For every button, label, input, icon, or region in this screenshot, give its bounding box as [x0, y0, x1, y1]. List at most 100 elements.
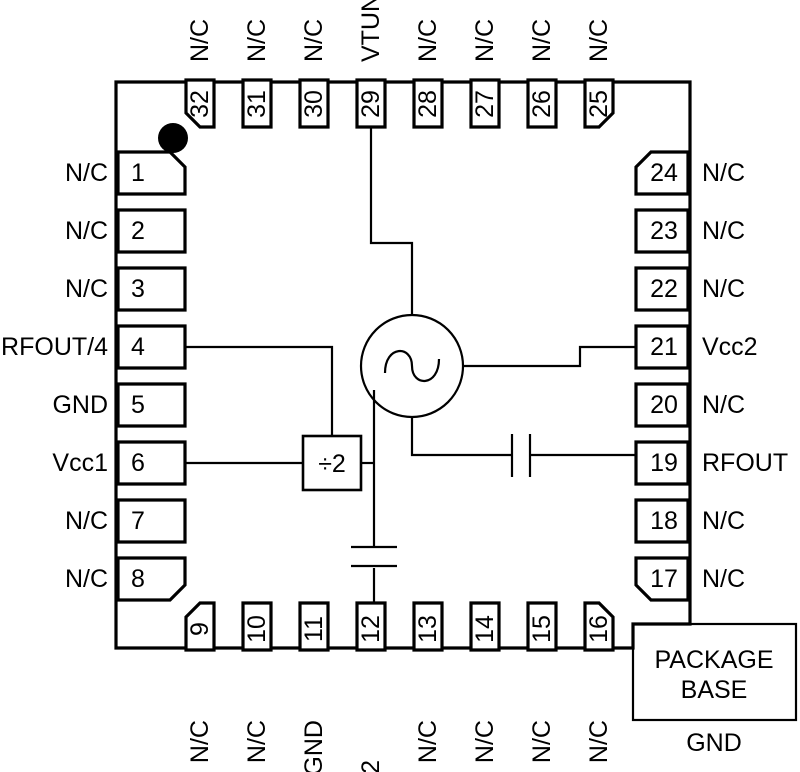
pin-label-11: GND	[300, 720, 328, 772]
pin-box-28[interactable]	[412, 78, 444, 129]
pin-label-7: N/C	[65, 507, 108, 535]
right-pin-labels: N/C N/C N/C Vcc2 N/C RFOUT N/C N/C	[702, 159, 788, 593]
pin-number-24: 24	[650, 159, 678, 187]
pin-box-5[interactable]	[116, 382, 187, 428]
wire-oscillator-to-pin21	[463, 345, 636, 368]
pin-label-14: N/C	[471, 720, 499, 763]
pin-box-30[interactable]	[298, 78, 330, 129]
pin-number-10: 10	[243, 615, 271, 643]
pin-number-8: 8	[131, 565, 145, 593]
pin-box-12[interactable]	[355, 601, 387, 652]
pin-box-10[interactable]	[241, 601, 273, 652]
pin-label-3: N/C	[65, 275, 108, 303]
pin-number-13: 13	[414, 615, 442, 643]
wire-pin4-to-divider	[185, 345, 334, 436]
pin-label-6: Vcc1	[52, 449, 108, 477]
pin-box-18[interactable]	[634, 498, 690, 544]
pin-box-15[interactable]	[526, 601, 558, 652]
pin-number-16: 16	[585, 615, 613, 643]
pin-number-19: 19	[650, 449, 678, 477]
bottom-pin-group	[184, 601, 615, 652]
pin-number-29: 29	[357, 90, 385, 118]
pin-box-14[interactable]	[469, 601, 501, 652]
pin-label-12: RFOUT/2	[357, 760, 385, 772]
chip-body-outline	[114, 80, 692, 650]
pin-number-1: 1	[131, 159, 145, 187]
pin-box-22[interactable]	[634, 266, 690, 312]
pin-number-12: 12	[357, 615, 385, 643]
left-pin-labels: N/C N/C N/C RFOUT/4 GND Vcc1 N/C N/C	[1, 159, 108, 593]
pin-number-18: 18	[650, 507, 678, 535]
pin-box-16[interactable]	[583, 601, 615, 652]
left-pin-group	[116, 150, 187, 602]
pin-label-20: N/C	[702, 391, 745, 419]
pin-box-6[interactable]	[116, 440, 187, 486]
pin-number-4: 4	[131, 333, 145, 361]
pin-box-24[interactable]	[634, 150, 690, 196]
pin-box-32[interactable]	[184, 78, 216, 129]
pin-label-28: N/C	[414, 19, 442, 62]
pin-box-11[interactable]	[298, 601, 330, 652]
pin-box-4[interactable]	[116, 324, 187, 370]
pin-number-11: 11	[300, 616, 328, 642]
pin-label-21: Vcc2	[702, 333, 758, 361]
pin-number-32: 32	[186, 90, 214, 118]
pin-box-31[interactable]	[241, 78, 273, 129]
pin-box-13[interactable]	[412, 601, 444, 652]
pin-box-9[interactable]	[184, 601, 216, 652]
pin-number-31: 31	[243, 90, 271, 118]
pin-box-21[interactable]	[634, 324, 690, 370]
bottom-pin-labels: N/C N/C GND RFOUT/2 N/C N/C N/C N/C	[186, 720, 613, 772]
pin-box-25[interactable]	[583, 78, 615, 129]
sine-source-icon	[359, 313, 465, 419]
pin-box-23[interactable]	[634, 208, 690, 254]
pin-label-26: N/C	[528, 19, 556, 62]
pin-number-28: 28	[414, 90, 442, 118]
pin-label-19: RFOUT	[702, 449, 788, 477]
pin-number-22: 22	[650, 275, 678, 303]
pin-number-14: 14	[471, 615, 499, 643]
pin-label-23: N/C	[702, 217, 745, 245]
pin-box-29[interactable]	[355, 78, 387, 129]
pin-label-32: N/C	[186, 19, 214, 62]
pin-label-1: N/C	[65, 159, 108, 187]
pin1-dot-icon	[158, 123, 188, 153]
pin-number-2: 2	[131, 217, 145, 245]
pin-label-2: N/C	[65, 217, 108, 245]
sine-wave-glyph	[383, 349, 441, 383]
pin-box-19[interactable]	[634, 440, 690, 486]
pin-label-22: N/C	[702, 275, 745, 303]
pin-label-17: N/C	[702, 565, 745, 593]
pin-box-27[interactable]	[469, 78, 501, 129]
divider-block[interactable]	[301, 434, 363, 492]
top-pin-group	[184, 78, 615, 129]
pin-box-7[interactable]	[116, 498, 187, 544]
pin-number-23: 23	[650, 217, 678, 245]
pin-label-9: N/C	[186, 720, 214, 763]
pin-number-26: 26	[528, 90, 556, 118]
pin-label-27: N/C	[471, 19, 499, 62]
pin-box-1[interactable]	[116, 150, 187, 196]
pin-number-9: 9	[186, 622, 214, 636]
divider-label: ÷2	[318, 450, 346, 478]
pin-label-10: N/C	[243, 720, 271, 763]
pin-box-2[interactable]	[116, 208, 187, 254]
pin-box-26[interactable]	[526, 78, 558, 129]
pin-label-24: N/C	[702, 159, 745, 187]
pin-label-4: RFOUT/4	[1, 333, 108, 361]
package-base-gnd-label: GND	[686, 729, 742, 757]
pin-label-29: VTUNE	[357, 0, 385, 62]
pin-label-5: GND	[52, 391, 108, 419]
pin-box-3[interactable]	[116, 266, 187, 312]
left-pin-numbers: 1 2 3 4 5 6 7 8	[131, 159, 145, 593]
bottom-pin-numbers: 9 10 11 12 13 14 15 16	[186, 615, 613, 643]
pin-number-17: 17	[650, 565, 678, 593]
pin-box-8[interactable]	[116, 556, 187, 602]
pin-number-6: 6	[131, 449, 145, 477]
pin-number-27: 27	[471, 90, 499, 118]
top-pin-numbers: 32 31 30 29 28 27 26 25	[186, 90, 613, 118]
pin-box-17[interactable]	[634, 556, 690, 602]
pin-box-20[interactable]	[634, 382, 690, 428]
pin-label-25: N/C	[585, 19, 613, 62]
